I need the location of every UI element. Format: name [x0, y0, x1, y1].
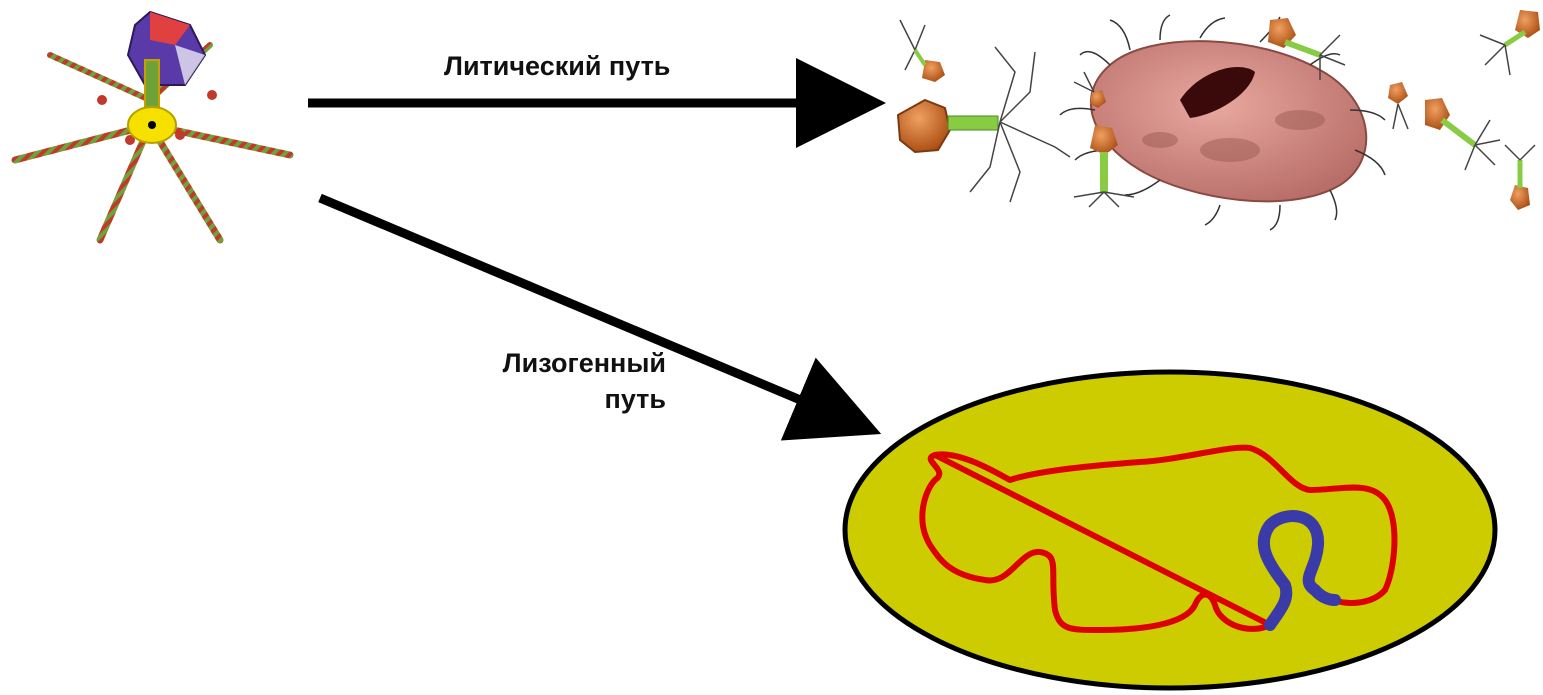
lysed-bacterium-with-phages-icon [898, 10, 1540, 230]
bacteriophage-icon [15, 12, 290, 240]
lysogenic-pathway-label: Лизогенный путь [464, 345, 666, 417]
lysogenic-label-line1: Лизогенный [464, 345, 666, 381]
lysogenic-label-line2: путь [464, 381, 666, 417]
bacterium-with-integrated-prophage-icon [845, 372, 1495, 688]
lytic-pathway-label: Литический путь [444, 48, 670, 84]
